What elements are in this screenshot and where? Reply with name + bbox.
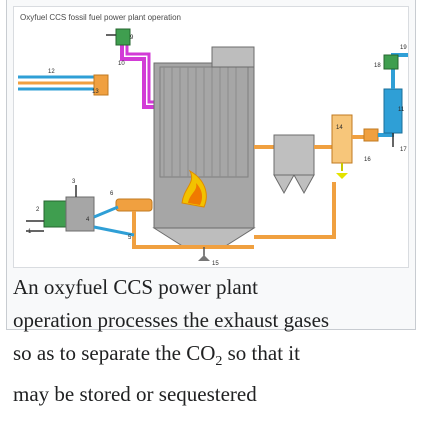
precipitator [273, 134, 315, 176]
equipment-2 [43, 200, 67, 228]
svg-text:9: 9 [130, 35, 134, 41]
equipment-9 [115, 28, 131, 46]
svg-text:2: 2 [36, 207, 40, 213]
caption-line-3-after: so that it [222, 341, 300, 365]
sulfur-output-icon [336, 173, 348, 179]
oxygen-pipe [93, 205, 119, 219]
equipment-18 [383, 54, 399, 70]
orange-recycle-pipe [132, 211, 254, 249]
power-plant-diagram: 9 10 12 13 14 16 18 19 1 2 3 4 5 6 15 17… [18, 28, 408, 267]
heat-exchanger-13 [93, 74, 109, 96]
svg-text:17: 17 [400, 147, 407, 153]
svg-text:18: 18 [374, 63, 381, 69]
scrubber-14 [331, 114, 353, 164]
boiler-hopper [152, 227, 256, 248]
svg-text:11: 11 [398, 107, 405, 113]
svg-text:10: 10 [118, 61, 125, 67]
svg-text:1: 1 [28, 229, 32, 235]
svg-text:12: 12 [48, 69, 55, 75]
svg-text:15: 15 [212, 261, 219, 267]
svg-text:16: 16 [364, 157, 371, 163]
caption-line-3-before: so as to separate the CO [13, 341, 216, 365]
svg-text:13: 13 [92, 89, 99, 95]
co2-subscript: 2 [215, 354, 223, 370]
image-caption: An oxyfuel CCS power plant operation pro… [13, 271, 409, 411]
caption-line-2: operation processes the exhaust gases [13, 308, 330, 332]
thumbnail-frame: Oxyfuel CCS fossil fuel power plant oper… [6, 0, 416, 406]
svg-text:5: 5 [128, 235, 132, 241]
svg-text:4: 4 [86, 217, 90, 223]
diagram-image[interactable]: Oxyfuel CCS fossil fuel power plant oper… [13, 6, 409, 268]
svg-text:19: 19 [400, 45, 407, 51]
compressor-16 [363, 128, 379, 142]
boiler-top [211, 46, 255, 68]
diagram-title: Oxyfuel CCS fossil fuel power plant oper… [20, 13, 181, 22]
air-separation-unit [65, 196, 95, 232]
caption-line-3: so as to separate the CO2 so that it [13, 337, 409, 378]
caption-line-1: An oxyfuel CCS power plant [13, 275, 258, 299]
burner-6 [115, 198, 153, 212]
caption-line-4: may be stored or sequestered [13, 382, 257, 407]
svg-text:3: 3 [72, 179, 76, 185]
svg-text:6: 6 [110, 191, 114, 197]
svg-text:14: 14 [336, 125, 343, 131]
